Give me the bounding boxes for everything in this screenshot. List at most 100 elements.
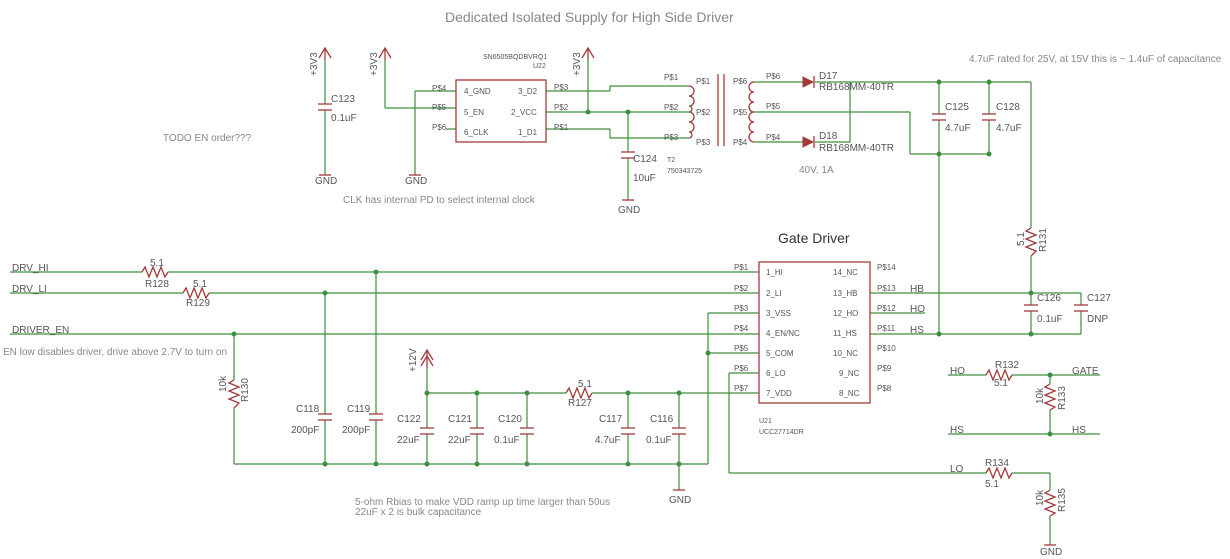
resistor-r129: 5.1 R129	[182, 279, 210, 309]
svg-text:P$3: P$3	[734, 304, 749, 313]
gnd-u22: GND	[405, 174, 427, 187]
svg-text:0.1uF: 0.1uF	[494, 435, 520, 446]
svg-text:+3V3: +3V3	[369, 52, 380, 76]
svg-text:P$3: P$3	[696, 138, 711, 147]
top-junctions	[585, 79, 992, 157]
svg-text:3_D2: 3_D2	[518, 87, 538, 96]
note-en-low: EN low disables driver, drive above 2.7V…	[3, 347, 227, 358]
svg-text:1_D1: 1_D1	[518, 128, 538, 137]
svg-text:12_HO: 12_HO	[833, 309, 858, 318]
resistor-r127: 5.1 R127	[565, 379, 593, 409]
svg-text:22uF: 22uF	[448, 435, 471, 446]
capacitor-c123: C123 0.1uF	[318, 94, 357, 124]
svg-text:P$10: P$10	[877, 344, 896, 353]
svg-text:C126: C126	[1037, 293, 1061, 304]
svg-text:C119: C119	[347, 404, 371, 415]
svg-text:P$1: P$1	[734, 263, 749, 272]
svg-text:4.7uF: 4.7uF	[996, 123, 1022, 134]
svg-text:P$11: P$11	[877, 324, 896, 333]
svg-text:C116: C116	[650, 414, 674, 425]
gnd-c123: GND	[315, 174, 337, 187]
capacitor-c122: C122 22uF	[397, 414, 434, 446]
svg-text:GND: GND	[1040, 547, 1062, 558]
resistor-r133: 10k R133	[1035, 383, 1068, 411]
svg-text:P$6: P$6	[733, 77, 748, 86]
svg-text:4_EN/NC: 4_EN/NC	[766, 329, 800, 338]
net-drv-li: DRV_LI	[12, 284, 47, 295]
note-diode-rating: 40V, 1A	[799, 165, 834, 176]
svg-text:11_HS: 11_HS	[833, 329, 857, 338]
svg-text:200pF: 200pF	[291, 425, 319, 436]
svg-text:10uF: 10uF	[633, 173, 656, 184]
svg-text:C124: C124	[633, 154, 657, 165]
svg-text:6_CLK: 6_CLK	[464, 128, 489, 137]
v33-supply-vcc: +3V3	[572, 46, 595, 76]
note-todo: TODO EN order???	[163, 133, 252, 144]
svg-text:2_LI: 2_LI	[766, 289, 782, 298]
svg-text:P$6: P$6	[734, 364, 749, 373]
capacitor-c121: C121 22uF	[448, 414, 484, 446]
v12-supply: +12V	[408, 348, 434, 372]
svg-text:5_EN: 5_EN	[464, 108, 484, 117]
svg-text:R133: R133	[1057, 386, 1068, 410]
net-ho-driver: HO	[910, 304, 925, 315]
resistor-r134: R134 5.1	[985, 458, 1013, 490]
svg-text:+3V3: +3V3	[572, 52, 583, 76]
svg-text:P$4: P$4	[432, 84, 447, 93]
gate-driver-title: Gate Driver	[778, 230, 850, 246]
svg-text:0.1uF: 0.1uF	[331, 113, 357, 124]
capacitor-c128: C128 4.7uF	[982, 102, 1022, 134]
net-hs-driver: HS	[910, 325, 924, 336]
svg-text:8_NC: 8_NC	[839, 389, 860, 398]
svg-text:P$13: P$13	[877, 284, 896, 293]
svg-text:C128: C128	[996, 102, 1020, 113]
net-ho: HO	[950, 366, 965, 377]
schematic-title: Dedicated Isolated Supply for High Side …	[445, 9, 734, 25]
svg-text:P$12: P$12	[877, 304, 896, 313]
svg-text:DNP: DNP	[1087, 314, 1108, 325]
svg-text:9_NC: 9_NC	[839, 369, 860, 378]
svg-text:C127: C127	[1087, 293, 1111, 304]
svg-text:P$2: P$2	[734, 284, 749, 293]
svg-text:10k: 10k	[1035, 489, 1046, 506]
svg-text:RB168MM-40TR: RB168MM-40TR	[819, 143, 894, 154]
svg-text:C123: C123	[331, 94, 355, 105]
svg-text:P$4: P$4	[734, 324, 749, 333]
svg-text:3_VSS: 3_VSS	[766, 309, 791, 318]
capacitor-c126: C126 0.1uF	[1024, 293, 1063, 325]
svg-text:P$7: P$7	[734, 384, 749, 393]
svg-text:P$1: P$1	[696, 77, 711, 86]
svg-text:5.1: 5.1	[150, 258, 164, 269]
u21-ref: U21	[759, 418, 772, 425]
gnd-c116: GND	[669, 489, 691, 506]
capacitor-c125: C125 4.7uF	[932, 102, 971, 134]
svg-text:R129: R129	[186, 298, 210, 309]
svg-text:P$2: P$2	[554, 103, 569, 112]
svg-text:P$4: P$4	[733, 138, 748, 147]
capacitor-c118: C118 200pF	[291, 404, 332, 436]
svg-text:GND: GND	[315, 176, 337, 187]
svg-text:+3V3: +3V3	[309, 52, 320, 76]
svg-text:P$5: P$5	[733, 108, 748, 117]
capacitor-c119: C119 200pF	[342, 404, 383, 436]
u22-ref: U22	[533, 63, 546, 70]
ic-u22: SN6505BQDBVRQ1 U22 P$4 4_GND P$5 5_EN P$…	[432, 54, 569, 143]
svg-text:+12V: +12V	[408, 348, 419, 372]
svg-text:GND: GND	[618, 205, 640, 216]
svg-text:R135: R135	[1057, 488, 1068, 512]
svg-text:P$9: P$9	[877, 364, 892, 373]
diode-d18: D18 RB168MM-40TR	[802, 131, 894, 154]
svg-text:D18: D18	[819, 131, 838, 142]
svg-text:5.1: 5.1	[994, 378, 1008, 389]
svg-text:GND: GND	[405, 176, 427, 187]
svg-text:R128: R128	[145, 279, 169, 290]
svg-text:R131: R131	[1038, 228, 1049, 252]
resistor-r131: 5.1 R131	[1016, 227, 1049, 257]
svg-text:5.1: 5.1	[578, 379, 592, 390]
net-hs: HS	[950, 425, 964, 436]
svg-text:P$14: P$14	[877, 263, 896, 272]
ic-u21: U21 UCC27714DR P$1 1_HI P$2 2_LI P$3 3_V…	[734, 261, 896, 436]
svg-text:5.1: 5.1	[985, 479, 999, 490]
net-hb: HB	[910, 284, 924, 295]
capacitor-c117: C117 4.7uF	[595, 414, 635, 446]
